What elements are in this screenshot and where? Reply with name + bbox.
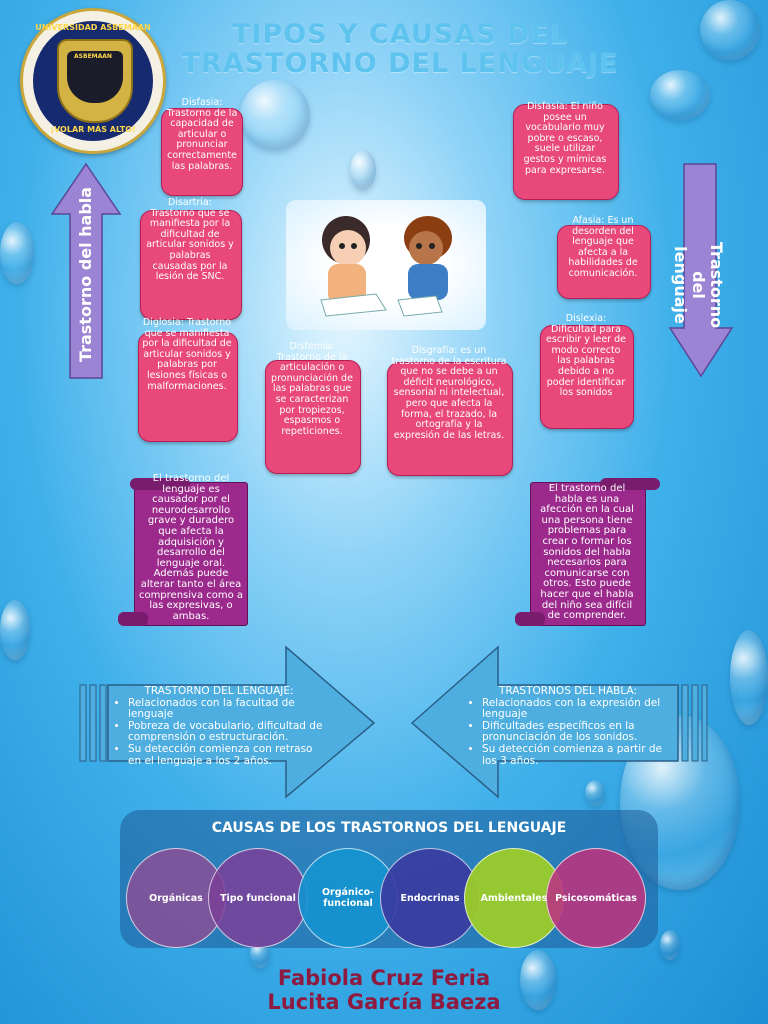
list-item: Pobreza de vocabulario, dificultad de co… (128, 720, 324, 744)
logo-top-text: UNIVERSIDAD ASBEMAAN (35, 23, 151, 32)
page-title: TIPOS Y CAUSAS DEL TRASTORNO DEL LENGUAJ… (150, 20, 650, 78)
list-item: Relacionados con la expresión del lengua… (482, 697, 668, 721)
water-drop (350, 150, 376, 190)
causes-title: CAUSAS DE LOS TRASTORNOS DEL LENGUAJE (211, 820, 567, 836)
box-lenguaje-heading: TRASTORNO DEL LENGUAJE: (144, 685, 294, 697)
box-trastornos-habla: TRASTORNOS DEL HABLA: Relacionados con l… (468, 685, 668, 767)
left-arrow-icon (410, 645, 708, 799)
university-logo: UNIVERSIDAD ASBEMAAN ASBEMAAN ¡VOLAR MÁS… (20, 8, 166, 154)
text-scroll-habla: El trastorno del habla es una afección e… (540, 483, 634, 622)
bubble-disfasia-right (513, 104, 619, 200)
title-line-1: TIPOS Y CAUSAS DEL (231, 19, 569, 50)
scroll-lenguaje (134, 482, 248, 626)
author-2: Lucita García Baeza (267, 990, 501, 1014)
box-trastorno-lenguaje: TRASTORNO DEL LENGUAJE: Relacionados con… (114, 685, 324, 767)
water-drop (520, 950, 556, 1010)
bubble-dislexia (540, 325, 634, 429)
water-drop (660, 930, 680, 960)
children-illustration (286, 200, 486, 330)
list-item: Relacionados con la facultad de lenguaje (128, 697, 324, 721)
eagle-icon (67, 51, 123, 103)
text-disfasia-right: Disfasia: El niño posee un vocabulario m… (523, 101, 607, 176)
bubble-disfasia-left (161, 108, 243, 196)
cause-circle: Endocrinas (380, 848, 480, 948)
scroll-roll (600, 478, 660, 490)
text-dislexia: Dislexia: Dificultad para escribir y lee… (546, 313, 626, 399)
logo-shield (57, 39, 133, 123)
list-item: Dificultades específicos en la pronuncia… (482, 720, 668, 744)
text-disartria: Disartria: Trastorno que se manifiesta p… (146, 197, 234, 283)
text-scroll-lenguaje: El trastorno del lenguaje es causador po… (138, 473, 244, 622)
list-item: Su detección comienza a partir de los 3 … (482, 743, 668, 767)
bubble-disfemia (265, 360, 361, 474)
bubble-diglosia (138, 332, 238, 442)
water-drop (240, 80, 310, 150)
label-trastorno-lenguaje: Trastorno del lenguaje (671, 241, 726, 329)
bubble-afasia (557, 225, 651, 299)
bubble-disartria (140, 210, 242, 320)
water-drop (0, 222, 34, 284)
water-drop (650, 70, 710, 120)
title-line-2: TRASTORNO DEL LENGUAJE (181, 48, 619, 79)
scroll-habla (530, 482, 646, 626)
bubble-disgrafia (387, 362, 513, 476)
text-disfemia: Disfemia: Trastorno de la articulación o… (271, 341, 353, 437)
scroll-roll (130, 478, 190, 490)
water-drop (700, 0, 760, 60)
author-1: Fabiola Cruz Feria (277, 966, 491, 990)
water-drop (0, 600, 30, 660)
text-disfasia-left: Disfasia: Trastorno de la capacidad de a… (166, 97, 238, 172)
right-arrow-icon (79, 645, 376, 799)
water-drop (730, 630, 768, 725)
down-arrow-icon (668, 163, 734, 378)
logo-shield-text: ASBEMAAN (74, 53, 112, 60)
text-disgrafia: Disgrafía: es un trastorno de la escritu… (391, 345, 507, 441)
box-habla-heading: TRASTORNOS DEL HABLA: (498, 685, 638, 697)
cause-circle: Psicosomáticas (546, 848, 646, 948)
children-reading-icon (320, 216, 452, 317)
list-item: Su detección comienza con retraso en el … (128, 743, 324, 767)
text-afasia: Afasia: Es un desorden del lenguaje que … (568, 215, 638, 279)
cause-circle: Tipo funcional (208, 848, 308, 948)
label-trastorno-habla: Trastorno del habla (76, 186, 96, 363)
text-diglosia: Diglosia: Trastorno que se manifiesta po… (142, 317, 232, 392)
water-drop (585, 780, 605, 806)
logo-bottom-text: ¡VOLAR MÁS ALTO! (50, 125, 136, 134)
scroll-roll (118, 612, 148, 626)
scroll-roll (515, 612, 545, 626)
up-arrow-icon (50, 162, 122, 379)
